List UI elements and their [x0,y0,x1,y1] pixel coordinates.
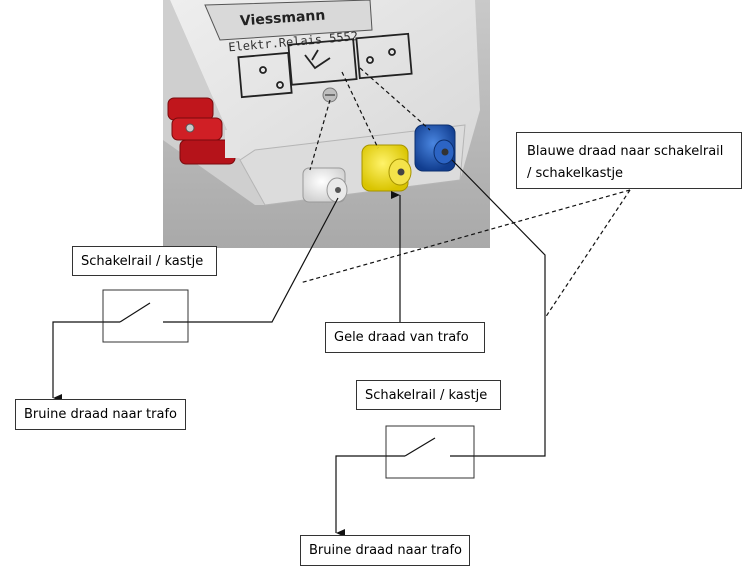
label-switch-right: Schakelrail / kastje [356,380,501,410]
label-yellow-wire: Gele draad van trafo [325,322,485,353]
wires [52,67,631,537]
dashed-yellow [341,71,379,149]
label-brown-right-text: Bruine draad naar trafo [309,543,462,558]
label-switch-right-text: Schakelrail / kastje [365,387,488,403]
label-switch-left-text: Schakelrail / kastje [81,253,204,269]
dashed-callout-right [544,189,631,319]
switch-right [385,425,475,479]
dashed-callout-left [299,189,631,284]
label-yellow-wire-text: Gele draad van trafo [334,330,469,345]
red-plugs [167,97,240,165]
white-plug [302,167,348,203]
label-switch-left: Schakelrail / kastje [72,246,217,276]
label-blue-wire-text: Blauwe draad naar schakelrail / schakelk… [527,144,724,181]
label-blue-wire: Blauwe draad naar schakelrail / schakelk… [516,132,742,189]
relay-photo: Viessmann Elektr.Relais 5552 [163,0,490,248]
wire-white-to-left-switch [163,197,339,323]
dashed-white [309,99,331,171]
brand-text: Viessmann [239,8,325,30]
wire-right-switch-to-brown [335,455,386,537]
printed-schematic [237,32,413,99]
label-brown-right: Bruine draad naar trafo [300,535,470,566]
switch-left [102,289,189,343]
wire-blue-to-right-switch [450,159,546,457]
label-brown-left: Bruine draad naar trafo [15,399,186,430]
wire-left-switch-to-brown [52,321,103,402]
blue-plug [414,124,456,172]
label-brown-left-text: Bruine draad naar trafo [24,407,177,422]
dashed-blue [359,67,431,131]
yellow-plug [361,144,412,192]
label-plate [204,0,373,41]
